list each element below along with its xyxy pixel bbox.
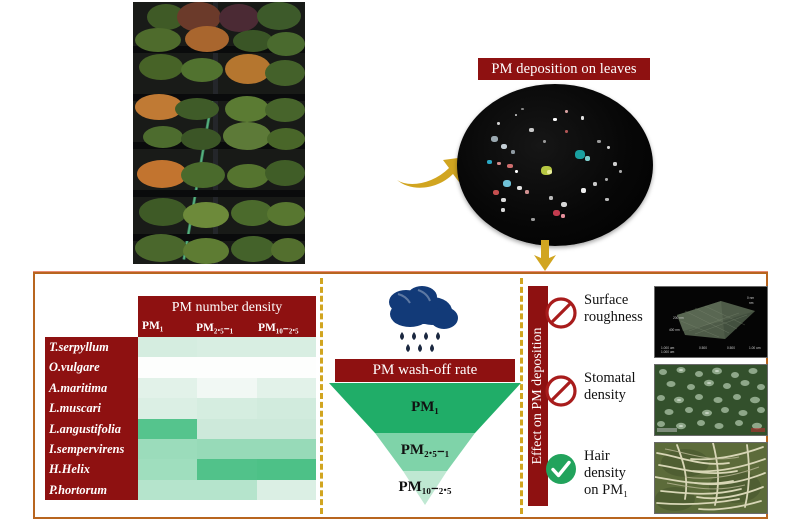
svg-text:200 nm: 200 nm xyxy=(673,316,684,320)
pm-deposition-micrograph xyxy=(457,84,653,246)
divider-1 xyxy=(320,278,323,514)
heatmap-cell xyxy=(256,438,316,460)
effect-line2: density xyxy=(584,465,626,481)
heatmap-cell xyxy=(256,357,316,378)
species-label: P.hortorum xyxy=(49,482,107,497)
surface-roughness-image: 1.000 um 0.500 0.500 1.00 um 1.000 um 400 … xyxy=(654,286,768,358)
green-wall-photo xyxy=(133,2,305,264)
species-label: L.muscari xyxy=(49,401,101,416)
rain-cloud-icon xyxy=(380,284,466,358)
heatmap-cell xyxy=(197,459,257,480)
washoff-funnel: PM₁ PM₂.₅₋₁ PM₁₀₋₂.₅ xyxy=(329,383,521,505)
check-circle-icon xyxy=(544,452,578,486)
heatmap-cell xyxy=(138,459,198,480)
heatmap-cell xyxy=(138,479,198,501)
heatmap-cell xyxy=(197,418,257,439)
funnel-label-pm10-25: PM₁₀₋₂.₅ xyxy=(398,479,452,495)
effect-row-hair-density: Hair density on PM₁ xyxy=(544,440,768,514)
effect-label-stomatal-density: Stomatal density xyxy=(584,370,650,404)
stomatal-density-image xyxy=(654,364,768,436)
svg-text:0 nm: 0 nm xyxy=(747,296,754,300)
effect-line3: on PM₁ xyxy=(584,482,629,498)
effect-line1: Surface xyxy=(584,292,629,308)
top-section: PM deposition on leaves xyxy=(133,2,653,271)
heatmap-title: PM number density xyxy=(138,296,316,319)
heatmap-cell xyxy=(256,459,316,480)
species-label: O.vulgare xyxy=(49,360,100,375)
effect-row-stomatal-density: Stomatal density xyxy=(544,362,768,436)
funnel-label-pm25-1: PM₂.₅₋₁ xyxy=(400,442,450,458)
hair-density-image xyxy=(654,442,768,514)
down-arrow xyxy=(532,240,558,272)
svg-text:1.00 um: 1.00 um xyxy=(749,346,761,350)
species-label: A.maritima xyxy=(49,380,108,395)
heatmap-cell xyxy=(197,337,257,358)
heatmap-cell xyxy=(256,337,316,358)
heatmap-cell xyxy=(197,479,257,501)
species-label: L.angustifolia xyxy=(49,421,121,436)
svg-text:400 nm: 400 nm xyxy=(669,328,680,332)
species-label: I.sempervirens xyxy=(49,441,125,456)
heatmap-cell xyxy=(138,357,198,378)
heatmap-cell xyxy=(138,398,198,419)
heatmap-cell xyxy=(197,438,257,460)
effect-line2: density xyxy=(584,387,626,403)
column-header-pm10-25: PM₁₀₋₂.₅ xyxy=(258,322,299,334)
prohibition-icon xyxy=(544,296,578,330)
species-label: H.Helix xyxy=(49,462,90,477)
effect-line2: roughness xyxy=(584,309,643,325)
effect-line1: Stomatal xyxy=(584,370,636,386)
svg-text:nm: nm xyxy=(749,301,754,305)
species-label: T.serpyllum xyxy=(49,340,109,354)
svg-text:1.000 um: 1.000 um xyxy=(661,346,675,350)
svg-text:1.000 um: 1.000 um xyxy=(661,350,675,354)
heatmap-cell xyxy=(138,438,198,460)
heatmap-cell xyxy=(256,377,316,399)
heatmap-cell xyxy=(138,377,198,399)
heatmap-column-headers: PM₁ PM₂.₅₋₁ PM₁₀₋₂.₅ xyxy=(138,319,316,337)
pm-washoff-panel: PM wash-off rate PM₁ PM₂.₅₋₁ PM₁₀₋₂.₅ xyxy=(327,280,523,512)
heatmap-grid xyxy=(138,337,316,501)
heatmap-cell xyxy=(197,357,257,378)
heatmap-cell xyxy=(197,398,257,419)
column-header-pm1: PM₁ xyxy=(142,320,164,332)
column-header-pm25-1: PM₂.₅₋₁ xyxy=(196,322,234,334)
effect-label-hair-density: Hair density on PM₁ xyxy=(584,448,650,499)
heatmap-cell xyxy=(138,418,198,439)
svg-text:0.500: 0.500 xyxy=(699,346,707,350)
curved-arrow xyxy=(393,128,479,192)
divider-2 xyxy=(520,278,523,514)
prohibition-icon xyxy=(544,374,578,408)
funnel-label-pm1: PM₁ xyxy=(411,399,439,415)
heatmap-cell xyxy=(256,479,316,501)
effect-label-surface-roughness: Surface roughness xyxy=(584,292,650,326)
pm-number-density-panel: PM number density PM₁ PM₂.₅₋₁ PM₁₀₋₂.₅ T… xyxy=(42,296,317,506)
svg-text:0.500: 0.500 xyxy=(727,346,735,350)
heatmap-cell xyxy=(138,337,198,358)
pm-deposition-label: PM deposition on leaves xyxy=(478,58,650,80)
washoff-title: PM wash-off rate xyxy=(335,359,515,382)
effect-on-pm-deposition-panel: Effect on PM deposition Surface roughnes… xyxy=(528,280,768,514)
heatmap-cell xyxy=(256,398,316,419)
heatmap-cell xyxy=(197,377,257,399)
heatmap-cell xyxy=(256,418,316,439)
effect-line1: Hair xyxy=(584,448,610,464)
